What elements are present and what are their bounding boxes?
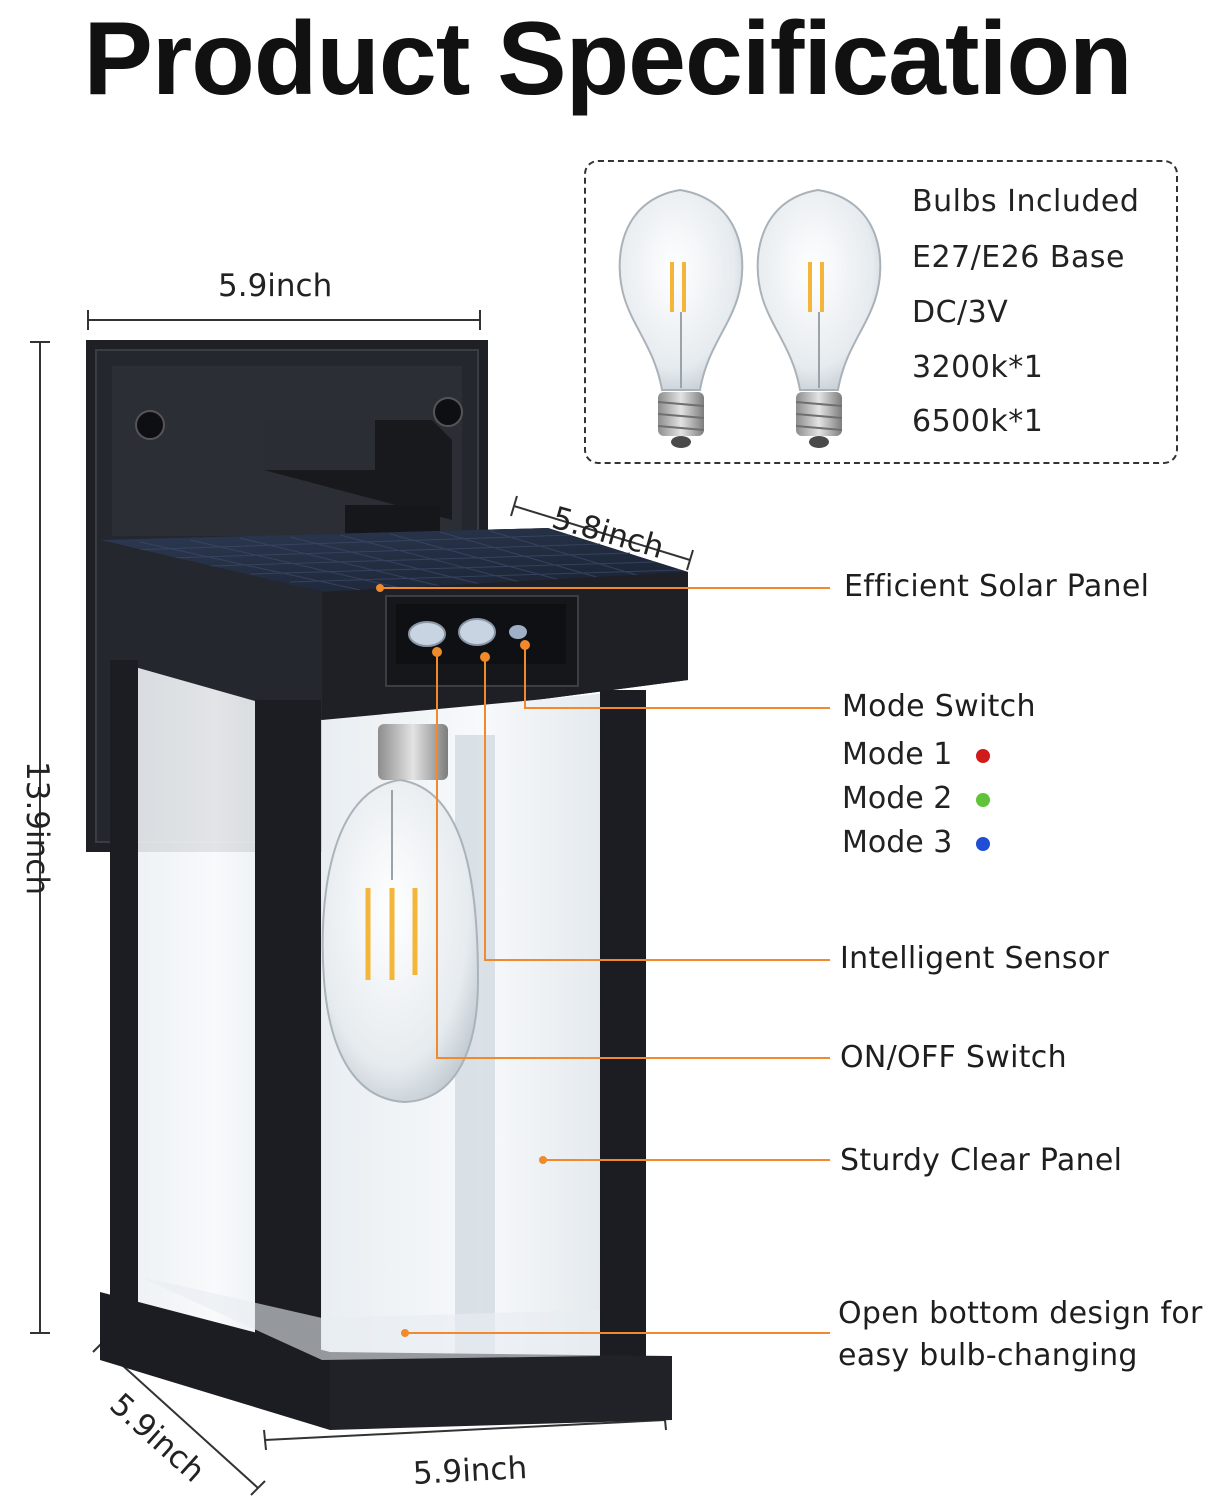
- callout-solar-panel: Efficient Solar Panel: [844, 569, 1150, 604]
- page-title: Product Specification: [83, 1, 1132, 117]
- callout-sensor: Intelligent Sensor: [840, 941, 1110, 976]
- bulbs-included-box: [584, 160, 1178, 464]
- dimension-lines: [30, 310, 694, 1496]
- mode-2-dot-icon: [976, 793, 990, 807]
- mode-1-label: Mode 1: [842, 737, 953, 772]
- callout-on-off: ON/OFF Switch: [840, 1040, 1067, 1075]
- bulb-3200k-icon: [618, 188, 744, 448]
- dim-top-width: 5.9inch: [218, 268, 333, 304]
- leader-dots: [376, 584, 547, 1337]
- bulbs-included-label: Bulbs Included: [912, 184, 1140, 219]
- mode-2-label: Mode 2: [842, 781, 953, 816]
- large-bulb: [321, 724, 480, 1104]
- callout-mode-switch: Mode Switch: [842, 689, 1036, 724]
- bulb-6500k-icon: [756, 188, 882, 448]
- callout-open-bottom-line1: Open bottom design for: [838, 1296, 1203, 1331]
- leader-lines: [380, 587, 830, 1334]
- mode-switch-icon: [509, 625, 527, 639]
- dim-height: 13.9inch: [18, 761, 55, 895]
- lantern-body: [100, 660, 672, 1430]
- on-off-switch-icon: [408, 621, 446, 647]
- solar-cap: [100, 528, 688, 728]
- sensor-icon: [458, 618, 496, 646]
- bulb-voltage-label: DC/3V: [912, 295, 1009, 330]
- bulb-cool-label: 6500k*1: [912, 404, 1044, 439]
- dim-bottom-width: 5.9inch: [412, 1450, 528, 1492]
- callout-open-bottom-line2: easy bulb-changing: [838, 1338, 1138, 1373]
- mounting-arm: [264, 420, 452, 555]
- mode-3-row: Mode 3: [842, 825, 990, 860]
- mode-1-row: Mode 1: [842, 737, 990, 772]
- callout-clear-panel: Sturdy Clear Panel: [840, 1143, 1123, 1178]
- bulb-base-label: E27/E26 Base: [912, 240, 1125, 275]
- mode-3-dot-icon: [976, 837, 990, 851]
- mode-1-dot-icon: [976, 749, 990, 763]
- mode-2-row: Mode 2: [842, 781, 990, 816]
- bulb-warm-label: 3200k*1: [912, 350, 1044, 385]
- mode-3-label: Mode 3: [842, 825, 953, 860]
